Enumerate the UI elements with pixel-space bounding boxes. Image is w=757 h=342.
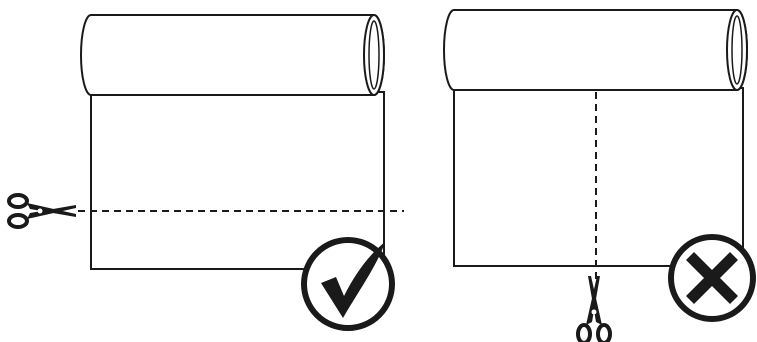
scissors-icon [578,276,610,342]
scissors-icon [9,195,76,227]
paper-roll [444,10,747,90]
panel-incorrect-vertical-cut [410,0,757,342]
panel-correct-horizontal-cut [0,0,410,342]
paper-roll [81,15,384,95]
cross-mark-icon [671,237,753,319]
check-mark-icon [304,240,392,328]
